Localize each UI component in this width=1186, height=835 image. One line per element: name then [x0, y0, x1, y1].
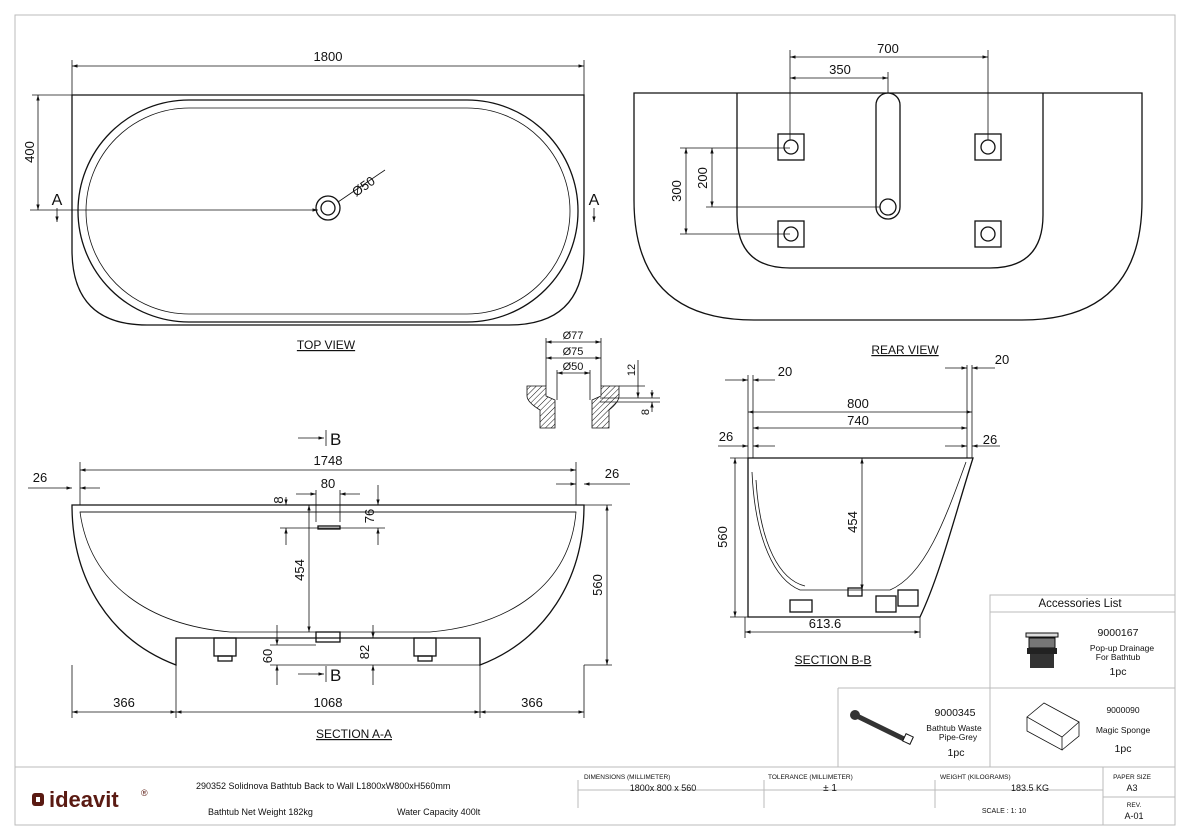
dim-700: 700 [877, 41, 899, 56]
svg-text:DIMENSIONS (MILLIMETER): DIMENSIONS (MILLIMETER) [584, 774, 670, 781]
dim-rim-right-bb: 20 [995, 352, 1009, 367]
svg-text:Pop-up Drainage: Pop-up Drainage [1090, 643, 1155, 653]
dim-depth: 400 [22, 141, 37, 163]
section-marker-a-right: A [589, 192, 600, 209]
dim-200: 200 [695, 167, 710, 189]
dimensions-value: 1800x 800 x 560 [630, 783, 697, 793]
svg-text:9000090: 9000090 [1106, 705, 1139, 715]
svg-text:9000167: 9000167 [1098, 627, 1139, 639]
product-title: 290352 Solidnova Bathtub Back to Wall L1… [196, 781, 450, 791]
dim-800: 800 [847, 396, 869, 411]
rear-view: 700 350 300 200 REAR VIEW [633, 41, 1143, 357]
drawing-frame [14, 14, 1176, 826]
section-bb-label: SECTION B-B [795, 653, 872, 667]
mounting-bracket [777, 133, 1002, 248]
accessory-waste-pipe: 9000345 Bathtub Waste Pipe-Grey 1pc [850, 707, 982, 759]
revision: A-01 [1124, 811, 1143, 821]
sponge-icon [1026, 702, 1080, 751]
top-view: 1800 400 Ø50 A A TOP VIEW [22, 49, 600, 352]
paper-size: A3 [1126, 783, 1137, 793]
dim-d75: Ø75 [563, 346, 584, 358]
drain-hole [315, 195, 341, 221]
svg-text:Bathtub Waste: Bathtub Waste [926, 723, 982, 733]
section-marker-b-bottom: B [330, 666, 341, 685]
svg-text:TOLERANCE (MILLIMETER): TOLERANCE (MILLIMETER) [768, 774, 853, 781]
dim-d77: Ø77 [563, 330, 584, 342]
dim-wall-left: 26 [719, 429, 733, 444]
brand-logo: ideavit ® [32, 787, 148, 812]
tolerance-value: ± 1 [823, 783, 837, 794]
svg-text:1pc: 1pc [1115, 743, 1132, 755]
dim-rim-right: 26 [605, 466, 619, 481]
accessory-popup-drain: 9000167 Pop-up Drainage For Bathtub 1pc [1025, 627, 1155, 678]
dim-drain: Ø50 [349, 173, 378, 199]
dim-560: 560 [590, 574, 605, 596]
svg-text:Magic Sponge: Magic Sponge [1096, 725, 1151, 735]
svg-text:PAPER SIZE: PAPER SIZE [1113, 774, 1151, 781]
dim-1068: 1068 [314, 695, 343, 710]
dim-60: 60 [260, 649, 275, 663]
dim-560-bb: 560 [715, 526, 730, 548]
accessories-list: Accessories List 9000167 Pop-up Drainage… [837, 594, 1176, 768]
section-aa-label: SECTION A-A [316, 727, 392, 741]
top-view-label: TOP VIEW [297, 338, 356, 352]
svg-text:®: ® [141, 788, 148, 798]
water-capacity: Water Capacity 400lt [397, 807, 481, 817]
dim-rim-left-bb: 20 [778, 364, 792, 379]
dim-d50: Ø50 [563, 361, 584, 373]
section-marker-a-left: A [52, 192, 63, 209]
popup-drain-icon [1025, 632, 1059, 668]
dim-rim-left: 26 [33, 470, 47, 485]
dim-454: 454 [292, 559, 307, 581]
svg-text:REV.: REV. [1127, 802, 1142, 809]
svg-text:1pc: 1pc [1110, 666, 1127, 678]
accessories-title: Accessories List [1038, 598, 1122, 610]
dim-80: 80 [321, 476, 335, 491]
dim-76: 76 [362, 509, 377, 523]
svg-text:Pipe-Grey: Pipe-Grey [939, 732, 978, 742]
dim-613: 613.6 [809, 616, 842, 631]
dim-length: 1800 [314, 49, 343, 64]
dim-740: 740 [847, 413, 869, 428]
dim-h8: 8 [640, 409, 652, 415]
drain-detail: Ø77 Ø75 Ø50 12 8 [526, 330, 660, 429]
svg-text:1pc: 1pc [948, 747, 965, 759]
net-weight: Bathtub Net Weight 182kg [208, 807, 313, 817]
svg-text:ideavit: ideavit [49, 787, 119, 812]
rear-view-label: REAR VIEW [871, 343, 939, 357]
section-marker-b-top: B [330, 430, 341, 449]
dim-h12: 12 [626, 364, 638, 376]
dim-300: 300 [669, 180, 684, 202]
dim-82: 82 [357, 645, 372, 659]
dim-366-left: 366 [113, 695, 135, 710]
section-bb: 20 20 800 740 26 26 560 454 613.6 SECTIO… [715, 352, 1009, 667]
title-block: ideavit ® 290352 Solidnova Bathtub Back … [15, 766, 1175, 825]
svg-text:For Bathtub: For Bathtub [1096, 652, 1141, 662]
scale: SCALE : 1: 10 [982, 808, 1026, 815]
svg-text:WEIGHT (KILOGRAMS): WEIGHT (KILOGRAMS) [940, 774, 1011, 781]
dim-8: 8 [271, 496, 286, 503]
waste-pipe-icon [850, 710, 914, 745]
dim-366-right: 366 [521, 695, 543, 710]
dim-wall-right: 26 [983, 432, 997, 447]
weight-value: 183.5 KG [1011, 783, 1049, 793]
dim-454-bb: 454 [845, 511, 860, 533]
section-aa: 1748 26 26 560 80 8 76 454 60 82 B B 366… [28, 430, 630, 741]
accessory-magic-sponge: 9000090 Magic Sponge 1pc [1026, 702, 1151, 755]
svg-text:9000345: 9000345 [935, 707, 976, 719]
dim-350: 350 [829, 62, 851, 77]
dim-1748: 1748 [314, 453, 343, 468]
